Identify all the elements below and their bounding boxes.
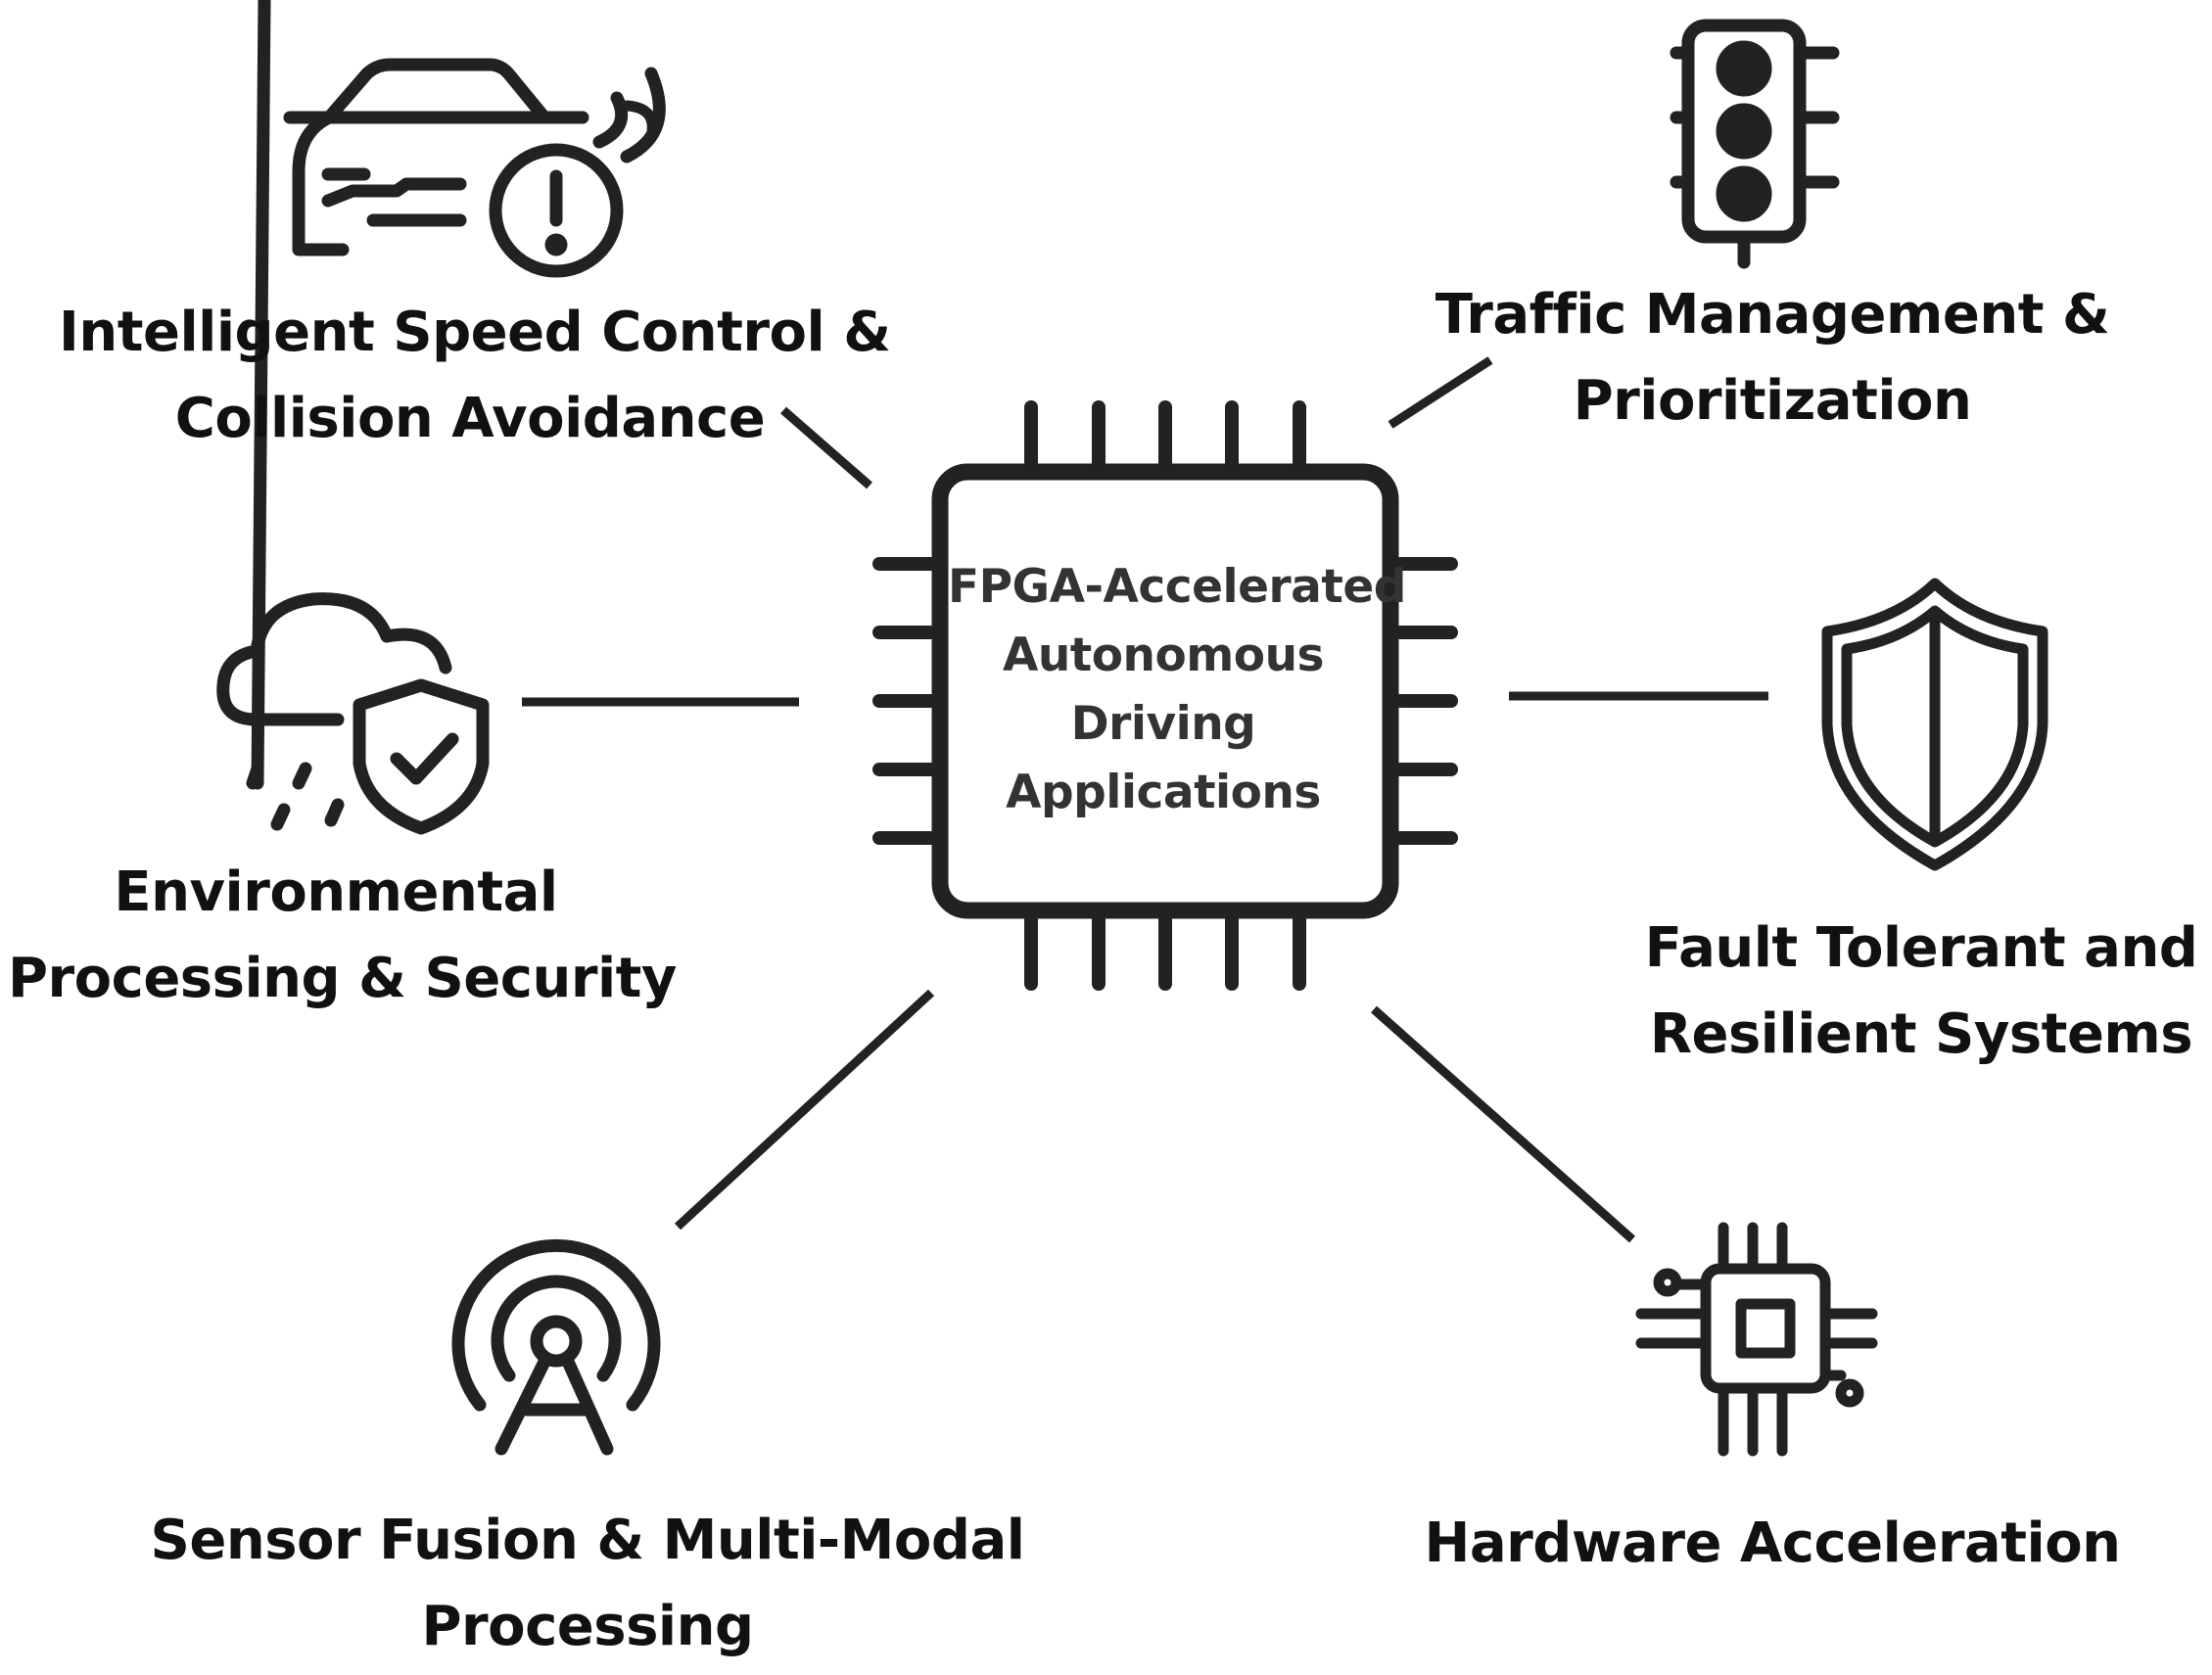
label-fault-tolerant: Fault Tolerant and Resilient Systems <box>1637 906 2205 1078</box>
label-line: Traffic Management & <box>1435 283 2110 347</box>
label-line: Prioritization <box>1573 369 1972 433</box>
label-line: Intelligent Speed Control & <box>59 301 891 364</box>
connector-sensor <box>674 989 935 1231</box>
antenna-tower-icon <box>451 1238 661 1456</box>
central-chip-icon <box>872 400 1458 991</box>
label-traffic-management: Traffic Management & Prioritization <box>1420 272 2125 444</box>
connector-hardware <box>1371 1005 1635 1243</box>
label-line: Processing <box>421 1595 754 1658</box>
label-hardware-acceleration: Hardware Acceleration <box>1420 1501 2125 1587</box>
traffic-light-icon <box>1670 19 1840 269</box>
center-label: FPGA-Accelerated Autonomous Driving Appl… <box>948 553 1406 827</box>
label-speed-control: Intelligent Speed Control & Collision Av… <box>59 290 891 462</box>
connector-traffic <box>1388 356 1493 429</box>
label-line: Fault Tolerant and <box>1644 916 2198 980</box>
label-line: Resilient Systems <box>1649 1002 2193 1066</box>
center-label-line: FPGA-Accelerated <box>948 560 1406 614</box>
label-line: Sensor Fusion & Multi-Modal <box>150 1509 1025 1572</box>
center-label-line: Autonomous <box>1002 628 1325 682</box>
shield-icon <box>1821 578 2048 871</box>
connector-speed <box>780 406 872 489</box>
label-line: Hardware Acceleration <box>1424 1512 2121 1575</box>
label-line: Processing & Security <box>8 947 677 1010</box>
cloud-rain-shield-icon <box>216 0 490 835</box>
label-environmental: Environmental Processing & Security <box>8 850 677 1022</box>
label-line: Collision Avoidance <box>174 387 766 450</box>
processor-chip-icon <box>1635 1222 1878 1457</box>
label-sensor-fusion: Sensor Fusion & Multi-Modal Processing <box>127 1498 1048 1670</box>
label-line: Environmental <box>114 861 558 924</box>
center-label-line: Applications <box>1006 766 1321 819</box>
center-label-line: Driving <box>1070 697 1256 751</box>
car-alert-icon <box>283 58 666 278</box>
